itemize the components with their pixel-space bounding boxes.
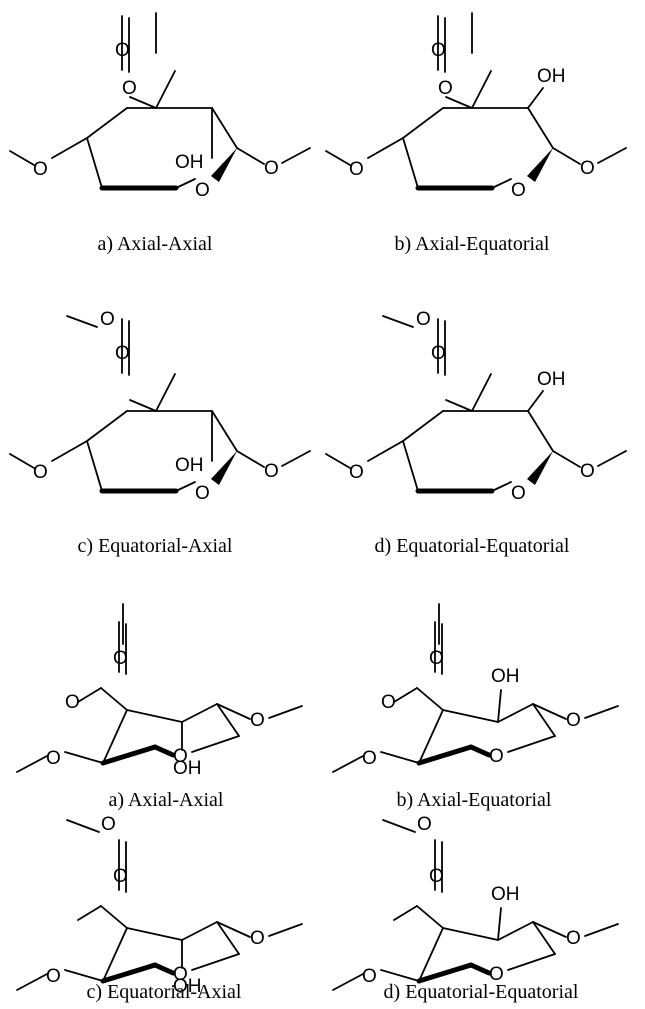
caption-2c: c) Equatorial-Axial: [87, 981, 242, 1003]
chair-equatorial-equatorial: O O O O O OH: [333, 814, 618, 990]
oxygen-label: O: [33, 462, 48, 483]
oxygen-label: O: [46, 748, 61, 769]
haworth-axial-axial: O O O O O OH: [10, 12, 310, 201]
oxygen-label: O: [431, 343, 446, 364]
oxygen-label: O: [46, 966, 61, 987]
oxygen-label: O: [65, 692, 80, 713]
caption-1b: b) Axial-Equatorial: [395, 233, 550, 255]
haworth-axial-equatorial: O O O O O OH: [326, 12, 626, 201]
oxygen-label: O: [115, 40, 130, 61]
caption-1a: a) Axial-Axial: [98, 233, 213, 255]
oxygen-label: O: [580, 158, 595, 179]
hydroxyl-label: OH: [175, 455, 204, 476]
oxygen-label: O: [362, 748, 377, 769]
oxygen-label: O: [250, 928, 265, 949]
hydroxyl-label: OH: [537, 369, 566, 390]
oxygen-label: O: [101, 814, 116, 835]
caption-2a: a) Axial-Axial: [109, 789, 224, 811]
oxygen-label: O: [381, 692, 396, 713]
oxygen-label: O: [349, 159, 364, 180]
caption-1c: c) Equatorial-Axial: [78, 535, 233, 557]
oxygen-label: O: [429, 866, 444, 887]
oxygen-label: O: [115, 343, 130, 364]
haworth-equatorial-equatorial: O O O O O OH: [326, 309, 626, 504]
oxygen-label: O: [122, 78, 137, 99]
oxygen-label: O: [566, 928, 581, 949]
oxygen-label: O: [173, 746, 188, 767]
haworth-equatorial-axial: O O O O O OH: [10, 309, 310, 504]
oxygen-label: O: [511, 483, 526, 504]
caption-2d: d) Equatorial-Equatorial: [384, 981, 579, 1003]
oxygen-label: O: [195, 483, 210, 504]
oxygen-label: O: [489, 746, 504, 767]
hydroxyl-label: OH: [173, 976, 202, 997]
oxygen-label: O: [438, 78, 453, 99]
oxygen-label: O: [489, 964, 504, 985]
oxygen-label: O: [417, 814, 432, 835]
oxygen-label: O: [100, 309, 115, 330]
oxygen-label: O: [33, 159, 48, 180]
oxygen-label: O: [173, 964, 188, 985]
oxygen-label: O: [429, 648, 444, 669]
oxygen-label: O: [264, 461, 279, 482]
oxygen-label: O: [195, 180, 210, 201]
oxygen-label: O: [250, 710, 265, 731]
oxygen-label: O: [580, 461, 595, 482]
chair-axial-axial: O O O O O OH: [17, 603, 302, 779]
oxygen-label: O: [349, 462, 364, 483]
hydroxyl-label: OH: [173, 758, 202, 779]
caption-2b: b) Axial-Equatorial: [397, 789, 552, 811]
hydroxyl-label: OH: [175, 152, 204, 173]
caption-1d: d) Equatorial-Equatorial: [375, 535, 570, 557]
hydroxyl-label: OH: [491, 884, 520, 905]
oxygen-label: O: [362, 966, 377, 987]
oxygen-label: O: [113, 866, 128, 887]
hydroxyl-label: OH: [537, 66, 566, 87]
oxygen-label: O: [511, 180, 526, 201]
oxygen-label: O: [264, 158, 279, 179]
oxygen-label: O: [566, 710, 581, 731]
chair-equatorial-axial: O O O O O OH: [17, 814, 302, 997]
chair-axial-equatorial: O O O O O OH: [333, 603, 618, 772]
oxygen-label: O: [416, 309, 431, 330]
hydroxyl-label: OH: [491, 666, 520, 687]
oxygen-label: O: [113, 648, 128, 669]
oxygen-label: O: [431, 40, 446, 61]
